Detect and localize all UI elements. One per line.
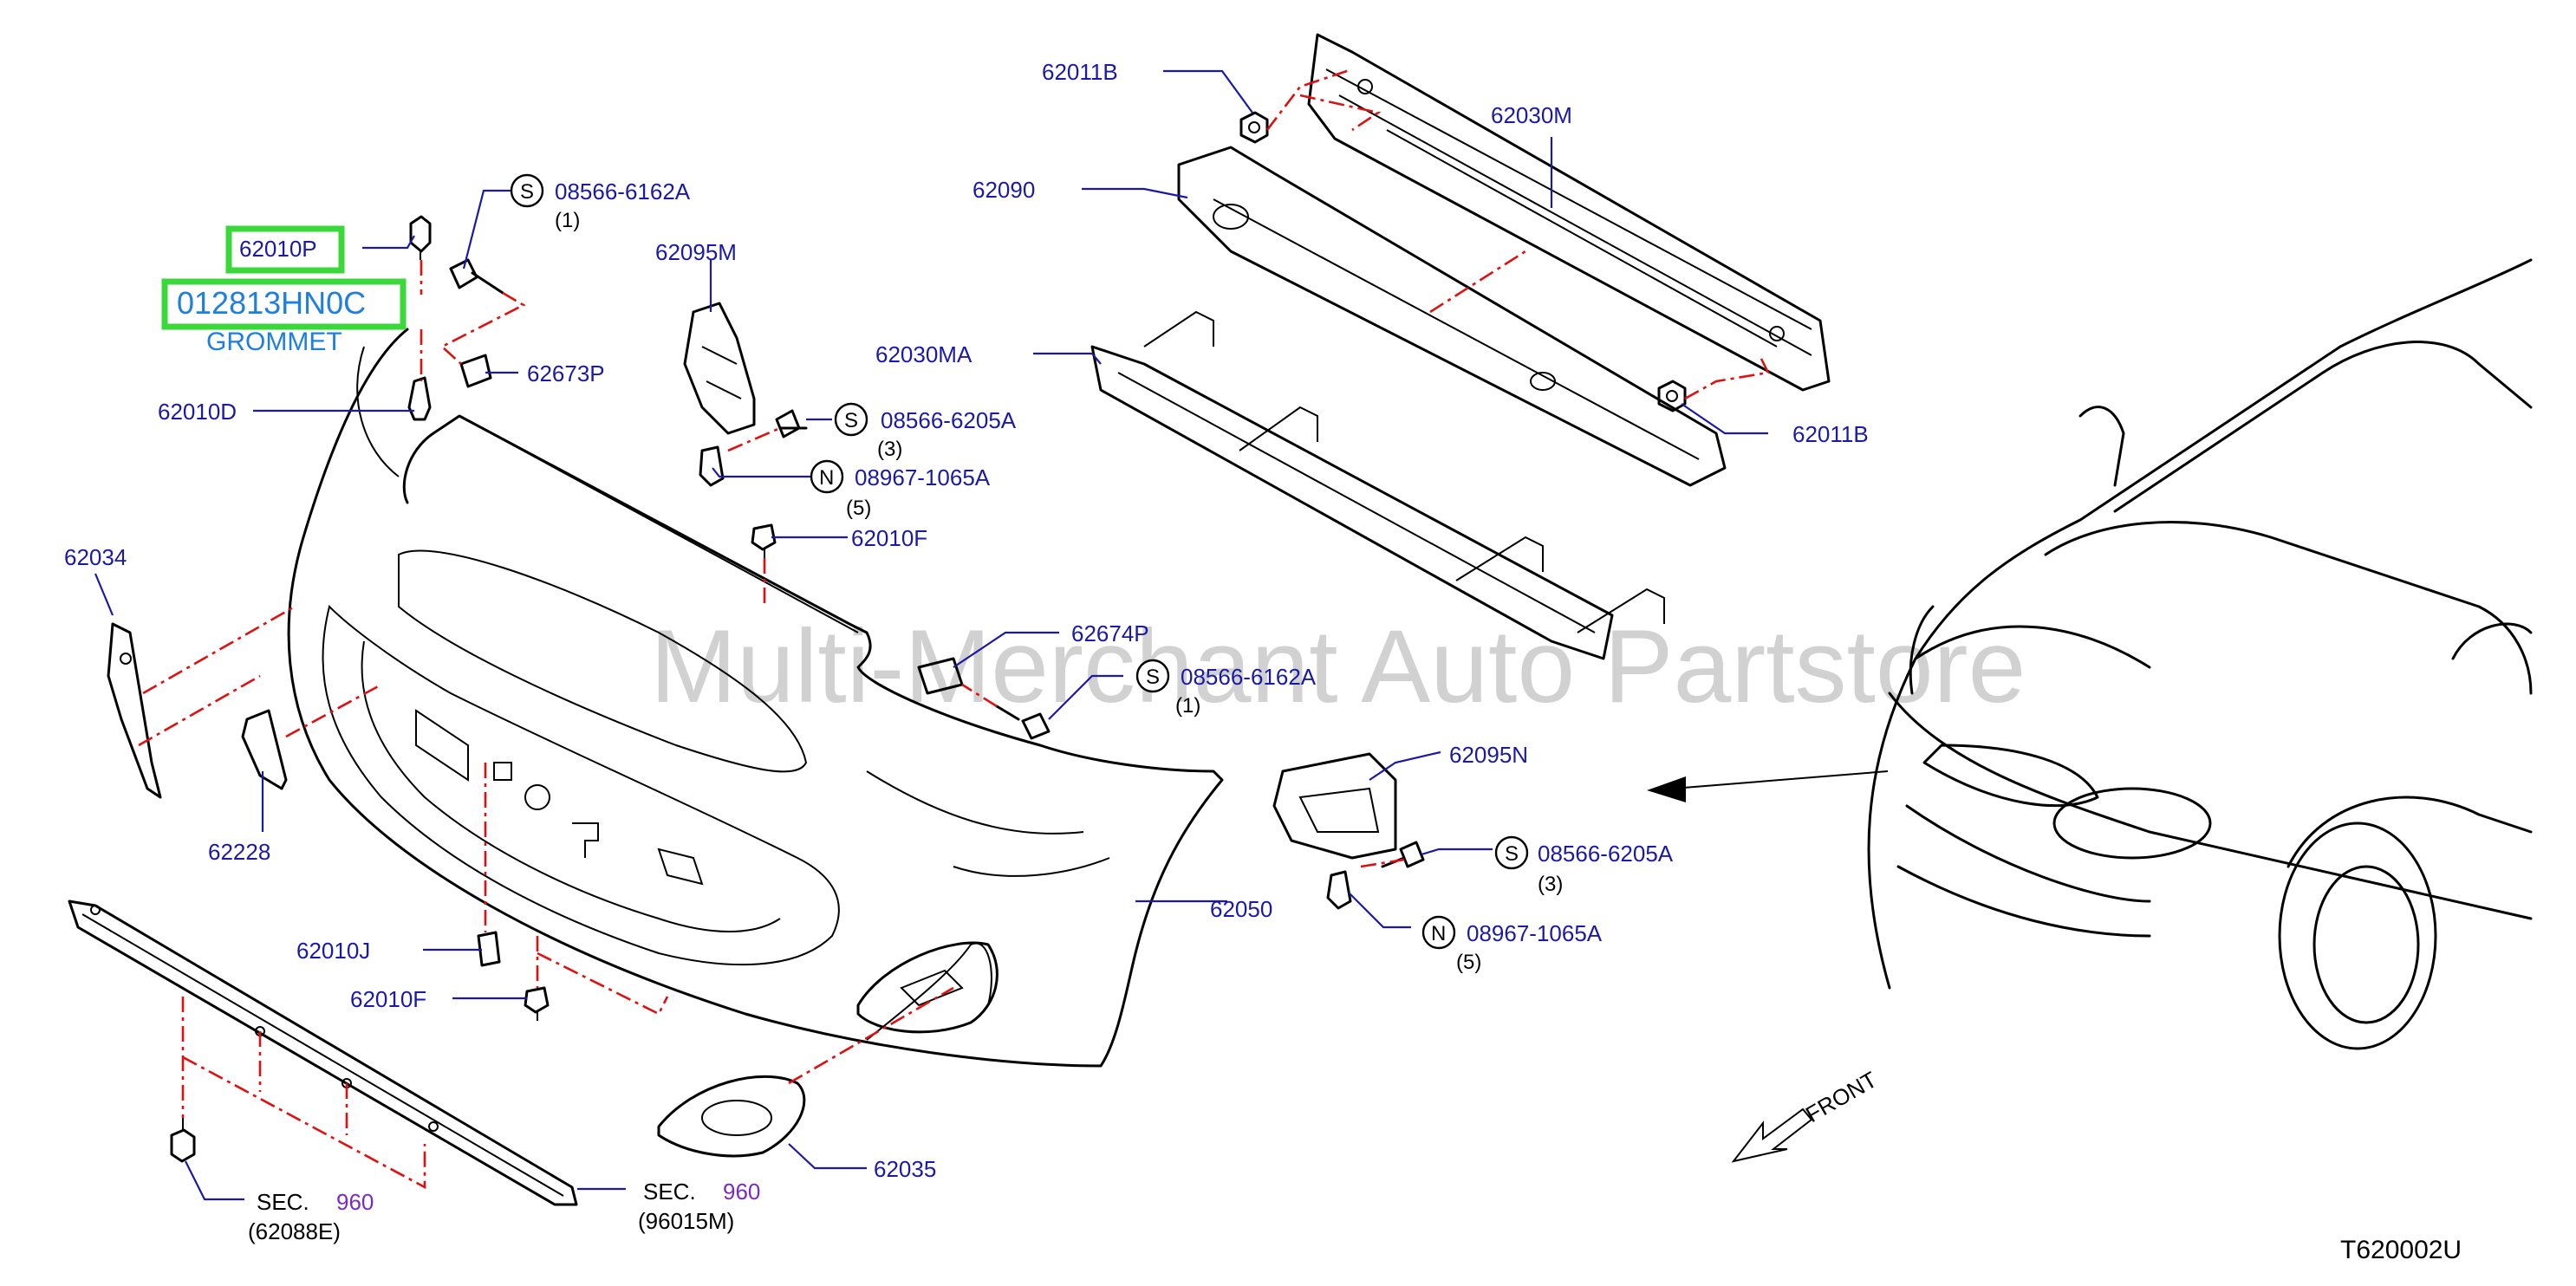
svg-text:N: N xyxy=(1431,922,1446,945)
label-62095m[interactable]: 62095M xyxy=(655,239,737,265)
qty-1065a-mid: (5) xyxy=(846,497,871,520)
fog-lamp-opening xyxy=(856,941,999,1034)
fastener-62011b-top xyxy=(1239,111,1269,144)
grille-details xyxy=(415,709,704,886)
label-62090[interactable]: 62090 xyxy=(973,177,1035,203)
symbol-n-mid: N xyxy=(810,459,844,494)
clip-62010f-bottom xyxy=(524,986,550,1021)
part-62090 xyxy=(1177,146,1727,487)
nut-08967-1065a-right xyxy=(1326,870,1352,910)
label-sec-right: SEC. xyxy=(643,1179,696,1205)
label-front: FRONT xyxy=(1801,1066,1882,1127)
label-62034[interactable]: 62034 xyxy=(64,544,127,570)
svg-text:S: S xyxy=(1146,666,1160,689)
svg-text:S: S xyxy=(520,180,534,204)
part-62228 xyxy=(241,709,288,790)
label-62011b-right[interactable]: 62011B xyxy=(1792,421,1869,447)
qty-6162a-top: (1) xyxy=(555,209,580,232)
label-62030ma[interactable]: 62030MA xyxy=(875,341,973,367)
qty-6205a-mid: (3) xyxy=(877,438,902,461)
bracket-62095n xyxy=(1272,752,1397,860)
label-08566-6162a-top[interactable]: 08566-6162A xyxy=(555,179,691,205)
bracket-62095m xyxy=(683,302,756,435)
bolt-08566-6162a-top xyxy=(449,258,504,295)
bolt-62088e xyxy=(170,1118,196,1163)
bolt-08566-6205a-right xyxy=(1381,841,1425,868)
label-012813hn0c[interactable]: 012813HN0C xyxy=(177,285,366,321)
svg-text:S: S xyxy=(844,409,858,432)
label-62035[interactable]: 62035 xyxy=(874,1156,936,1182)
clip-62010d xyxy=(407,376,432,421)
clip-62010j xyxy=(477,931,501,967)
label-62010f-top[interactable]: 62010F xyxy=(851,525,927,551)
direction-arrow-icon xyxy=(1647,770,1889,802)
fastener-62011b-right xyxy=(1657,380,1687,412)
label-62095n[interactable]: 62095N xyxy=(1449,742,1528,768)
qty-1065a-right: (5) xyxy=(1456,951,1481,974)
diagram-code: T620002U xyxy=(2340,1236,2462,1264)
qty-6205a-right: (3) xyxy=(1538,873,1563,896)
highlight-012813hn0c xyxy=(161,278,407,330)
symbol-s-mid: S xyxy=(834,402,868,437)
label-sec-left: SEC. xyxy=(257,1189,309,1215)
label-62010j[interactable]: 62010J xyxy=(296,938,370,964)
label-62010d[interactable]: 62010D xyxy=(158,399,237,425)
qty-6162a-mid: (1) xyxy=(1175,694,1200,718)
bolt-08566-6162a-mid xyxy=(995,705,1051,740)
assembly-lines xyxy=(138,68,1770,1190)
label-grommet: GROMMET xyxy=(206,328,342,356)
symbol-s-right: S xyxy=(1494,835,1529,870)
label-62010f-bottom[interactable]: 62010F xyxy=(350,986,426,1012)
part-62035 xyxy=(657,1075,806,1158)
leader-lines xyxy=(94,69,1768,1201)
highlight-62010p xyxy=(225,225,345,274)
svg-text:S: S xyxy=(1505,842,1519,866)
clip-62010f-top xyxy=(751,523,777,558)
nut-08967-1065a-mid xyxy=(699,445,725,487)
part-62050 xyxy=(287,328,1224,1068)
label-08566-6205a-mid[interactable]: 08566-6205A xyxy=(881,407,1017,433)
label-62674p[interactable]: 62674P xyxy=(1071,620,1149,646)
label-62050[interactable]: 62050 xyxy=(1210,896,1272,922)
label-62011b-top[interactable]: 62011B xyxy=(1042,59,1118,85)
label-08967-1065a-mid[interactable]: 08967-1065A xyxy=(855,464,991,490)
label-sec-right-ref: (96015M) xyxy=(638,1208,734,1234)
label-sec-right-num[interactable]: 960 xyxy=(723,1179,760,1205)
part-62034 xyxy=(107,622,162,799)
symbol-s-top: S xyxy=(510,173,544,208)
part-62030m xyxy=(1307,33,1831,392)
watermark: Multi-Merchant Auto Partstore xyxy=(650,608,2026,724)
label-sec-left-num[interactable]: 960 xyxy=(336,1189,374,1215)
label-sec-left-ref: (62088E) xyxy=(248,1218,341,1244)
front-arrow-icon xyxy=(1731,1107,1813,1163)
label-08967-1065a-right[interactable]: 08967-1065A xyxy=(1467,920,1603,946)
svg-text:N: N xyxy=(819,466,834,490)
symbol-n-right: N xyxy=(1421,915,1456,950)
clip-62673p xyxy=(459,354,492,388)
car-outline xyxy=(1867,258,2533,1050)
bolt-08566-6205a-mid xyxy=(775,409,808,438)
part-62030ma xyxy=(1090,310,1665,660)
part-lower-deflector xyxy=(68,900,578,1206)
label-62030m[interactable]: 62030M xyxy=(1491,102,1572,128)
label-08566-6205a-right[interactable]: 08566-6205A xyxy=(1538,841,1674,867)
label-62673p[interactable]: 62673P xyxy=(527,360,605,386)
label-62010p[interactable]: 62010P xyxy=(239,236,317,262)
symbol-s-mid2: S xyxy=(1135,659,1170,693)
label-08566-6162a-mid[interactable]: 08566-6162A xyxy=(1181,664,1317,690)
label-62228[interactable]: 62228 xyxy=(208,839,270,865)
